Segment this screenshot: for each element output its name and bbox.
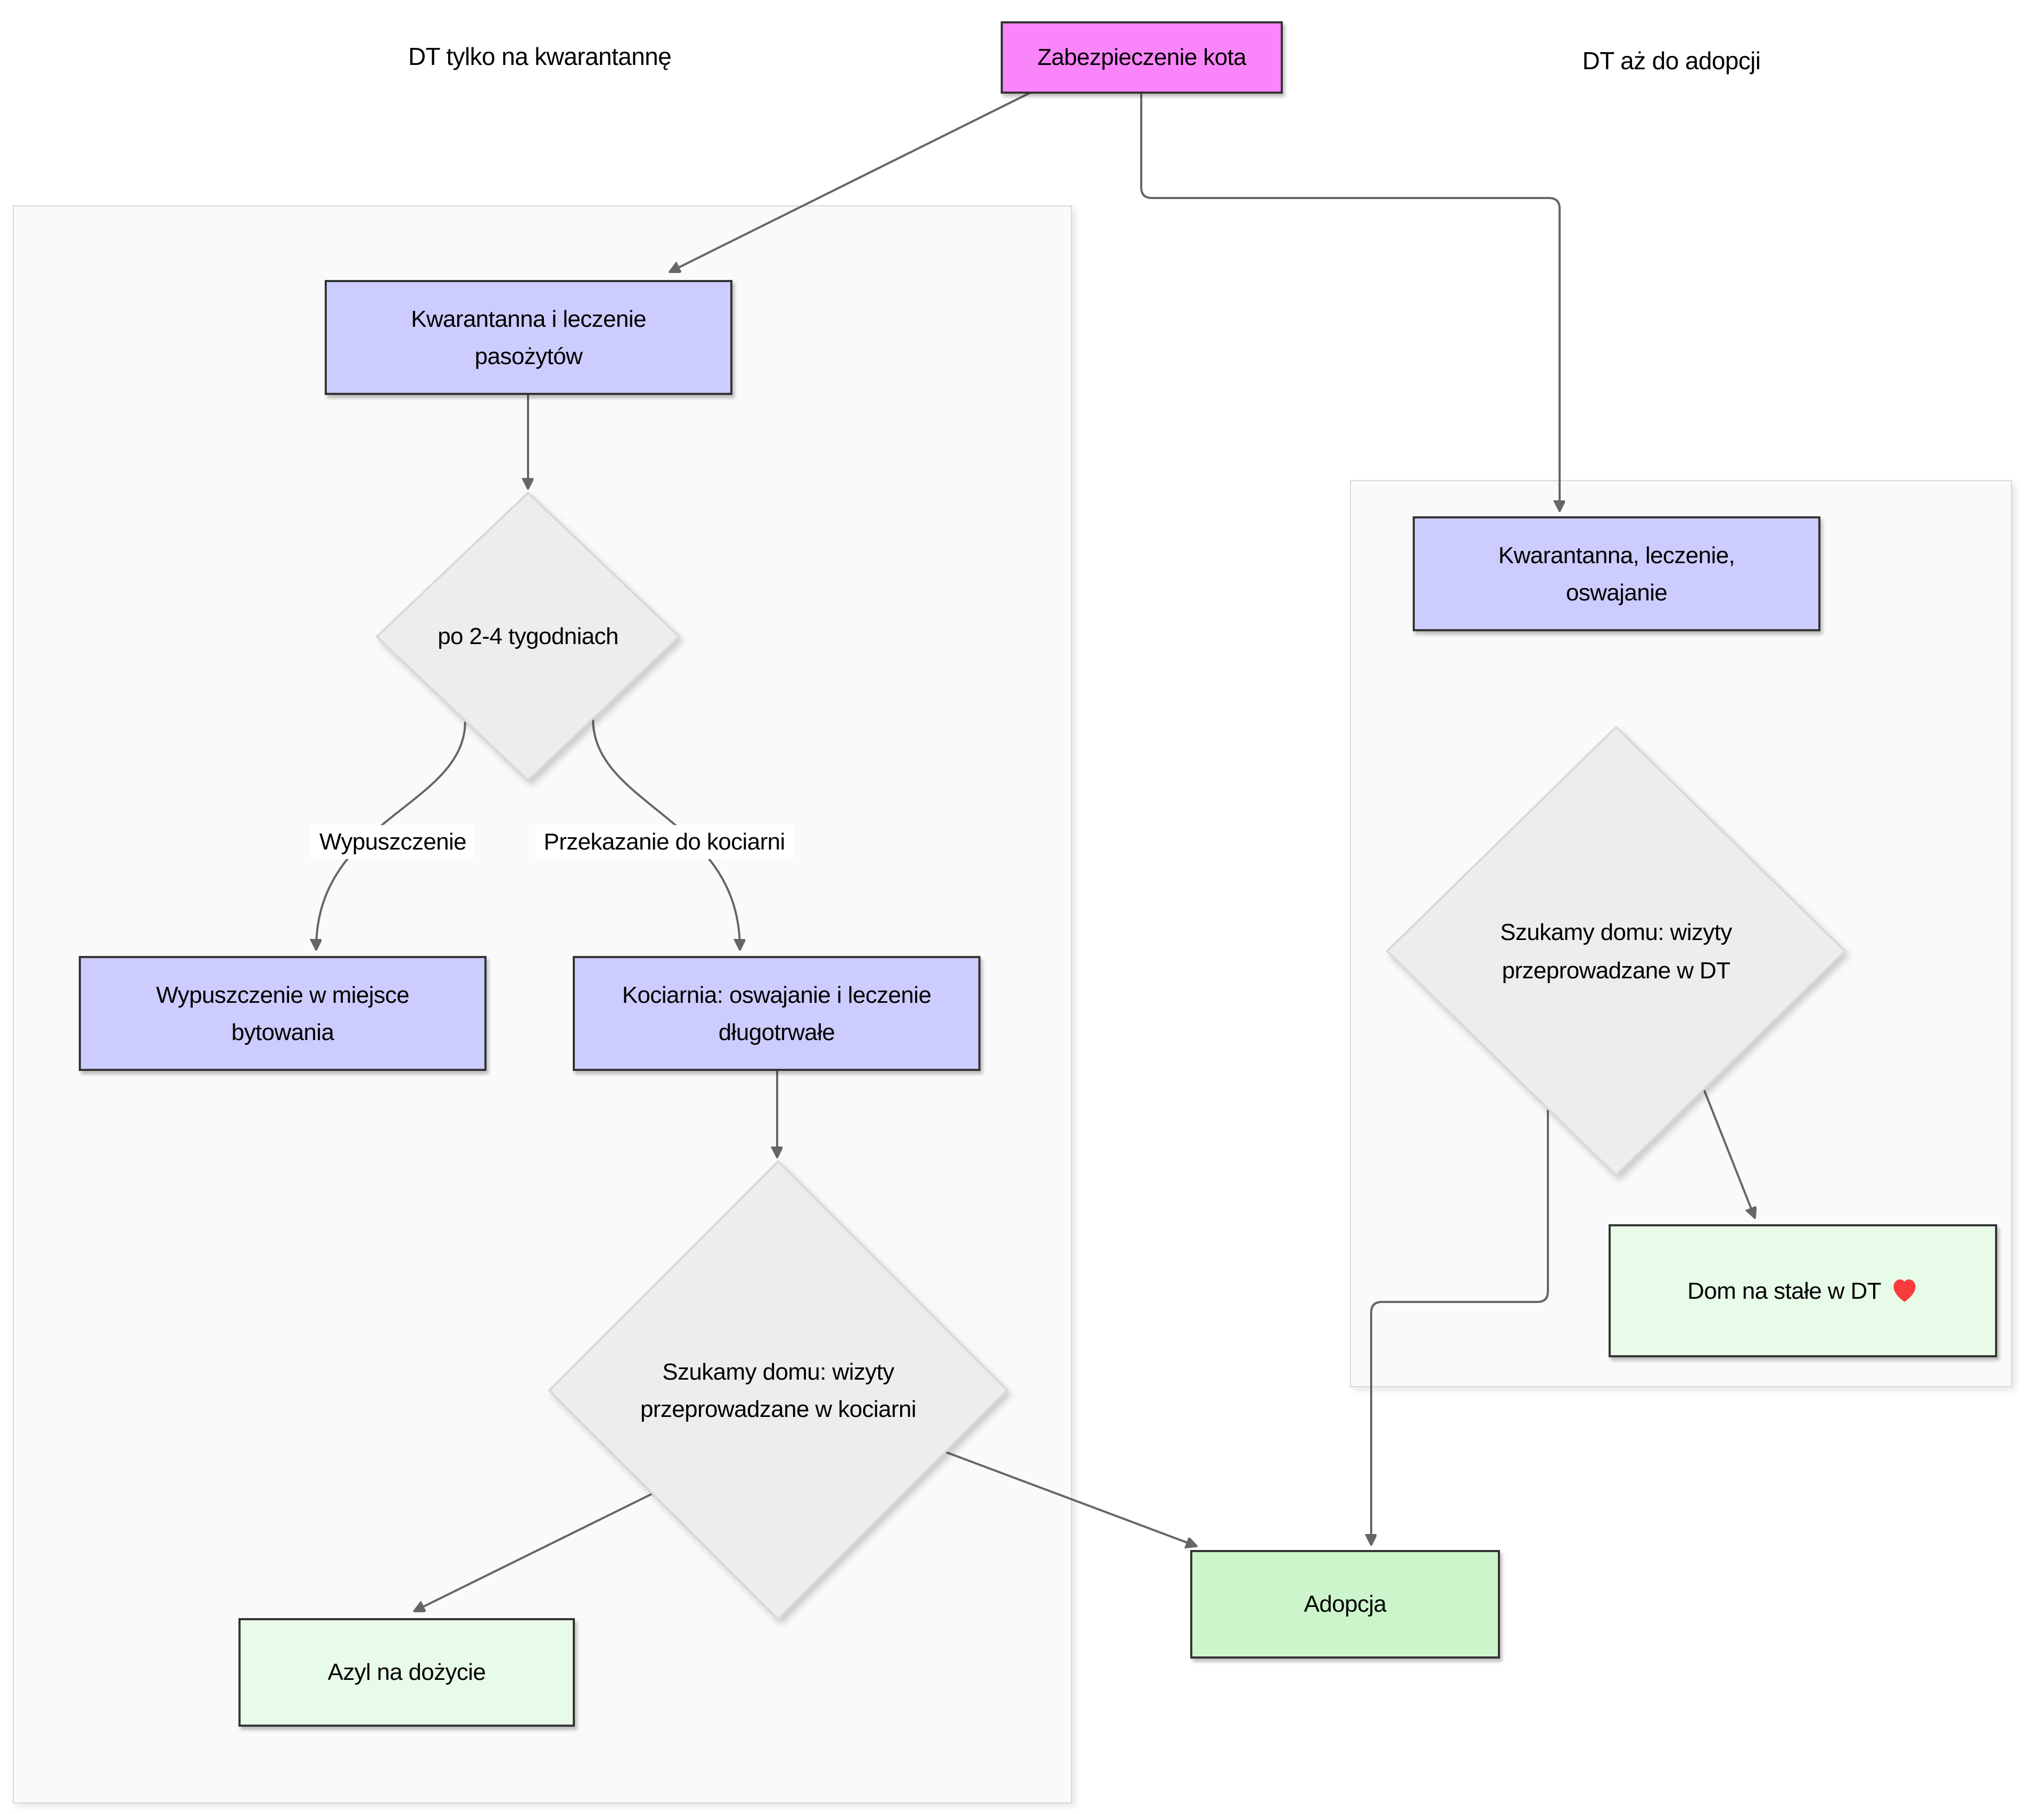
node-asylum: Azyl na dożycie [238,1618,575,1727]
forever-home-text: Dom na stałe w DT [1687,1277,1882,1304]
node-forever-home: Dom na stałe w DT [1609,1224,1997,1357]
node-asylum-label: Azyl na dożycie [327,1659,486,1686]
node-decision-weeks: po 2-4 tygodniach [375,491,681,782]
node-left-quarantine-label: Kwarantanna i leczenie pasożytów [411,305,646,369]
column-title-right: DT aż do adopcji [1582,47,1761,75]
node-decision-home-catroom: Szukamy domu: wizyty przeprowadzane w ko… [548,1160,1009,1621]
node-right-quarantine-label: Kwarantanna, leczenie, oswajanie [1498,541,1735,606]
node-adoption: Adopcja [1190,1550,1500,1659]
edge-label-transfer: Przekazanie do kociarni [535,825,794,859]
heart-icon [1891,1276,1918,1302]
edge-decision-to-catroom [592,718,740,949]
node-left-quarantine: Kwarantanna i leczenie pasożytów [325,280,732,395]
node-decision-weeks-label: po 2-4 tygodniach [438,623,619,650]
node-forever-home-label: Dom na stałe w DT [1687,1272,1918,1309]
edge-root-to-right-quarantine [1140,93,1560,510]
edge-dt-decision-to-adoption [1371,1105,1549,1544]
decision-diamond-shape [375,491,681,782]
edge-decision-to-release [316,720,466,949]
edge-root-to-left-quarantine [671,92,1031,271]
decision-home-catroom-text: Szukamy domu: wizyty przeprowadzane w ko… [640,1358,917,1422]
node-right-quarantine: Kwarantanna, leczenie, oswajanie [1413,516,1820,631]
node-root: Zabezpieczenie kota [1001,21,1283,94]
column-title-left: DT tylko na kwarantannę [408,43,672,70]
decision-diamond-shape [548,1160,1009,1621]
node-catroom: Kociarnia: oswajanie i leczenie długotrw… [573,956,980,1071]
node-root-label: Zabezpieczenie kota [1037,44,1247,71]
edge-dt-decision-to-forever-home [1702,1087,1754,1217]
node-catroom-label: Kociarnia: oswajanie i leczenie długotrw… [622,981,932,1045]
edge-label-release: Wypuszczenie [310,825,475,859]
edge-home-decision-to-adoption [939,1449,1196,1546]
node-decision-home-dt: Szukamy domu: wizyty przeprowadzane w DT [1386,725,1847,1177]
decision-diamond-shape [1386,725,1847,1177]
node-release-label: Wypuszczenie w miejsce bytowania [156,981,409,1045]
node-decision-home-catroom-label: Szukamy domu: wizyty przeprowadzane w ko… [549,1161,1007,1619]
node-adoption-label: Adopcja [1304,1590,1387,1618]
node-decision-home-dt-label: Szukamy domu: wizyty przeprowadzane w DT [1387,727,1845,1175]
node-release: Wypuszczenie w miejsce bytowania [79,956,487,1071]
edge-home-decision-to-asylum [415,1493,653,1611]
decision-home-dt-text: Szukamy domu: wizyty przeprowadzane w DT [1500,919,1732,983]
